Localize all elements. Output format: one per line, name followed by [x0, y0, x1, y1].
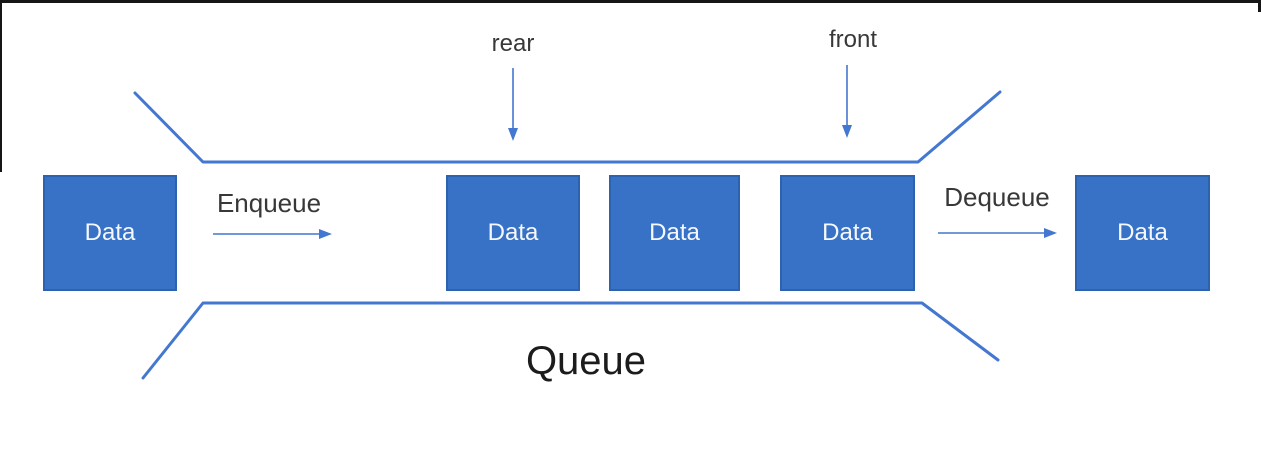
data-box-middle: Data [609, 175, 740, 291]
front-arrow [842, 65, 852, 138]
data-box-rear: Data [446, 175, 580, 291]
data-box-label: Data [1117, 219, 1168, 246]
front-label: front [828, 26, 878, 53]
frame-border-right [1258, 0, 1261, 12]
data-box-label: Data [649, 219, 700, 246]
frame-border-left [0, 0, 2, 172]
rear-arrow [508, 68, 518, 141]
data-box-front: Data [780, 175, 915, 291]
frame-border-top [0, 0, 1261, 3]
dequeue-arrow [938, 228, 1057, 238]
diagram-title: Queue [525, 339, 647, 383]
dequeue-label: Dequeue [944, 182, 1050, 212]
rear-label: rear [491, 30, 535, 57]
enqueue-arrow [213, 229, 332, 239]
enqueue-label: Enqueue [216, 188, 322, 218]
data-box-label: Data [822, 219, 873, 246]
data-box-outgoing: Data [1075, 175, 1210, 291]
data-box-label: Data [487, 219, 539, 246]
funnel-top-line [133, 90, 1002, 164]
data-box-label: Data [84, 219, 136, 246]
data-box-incoming: Data [43, 175, 177, 291]
